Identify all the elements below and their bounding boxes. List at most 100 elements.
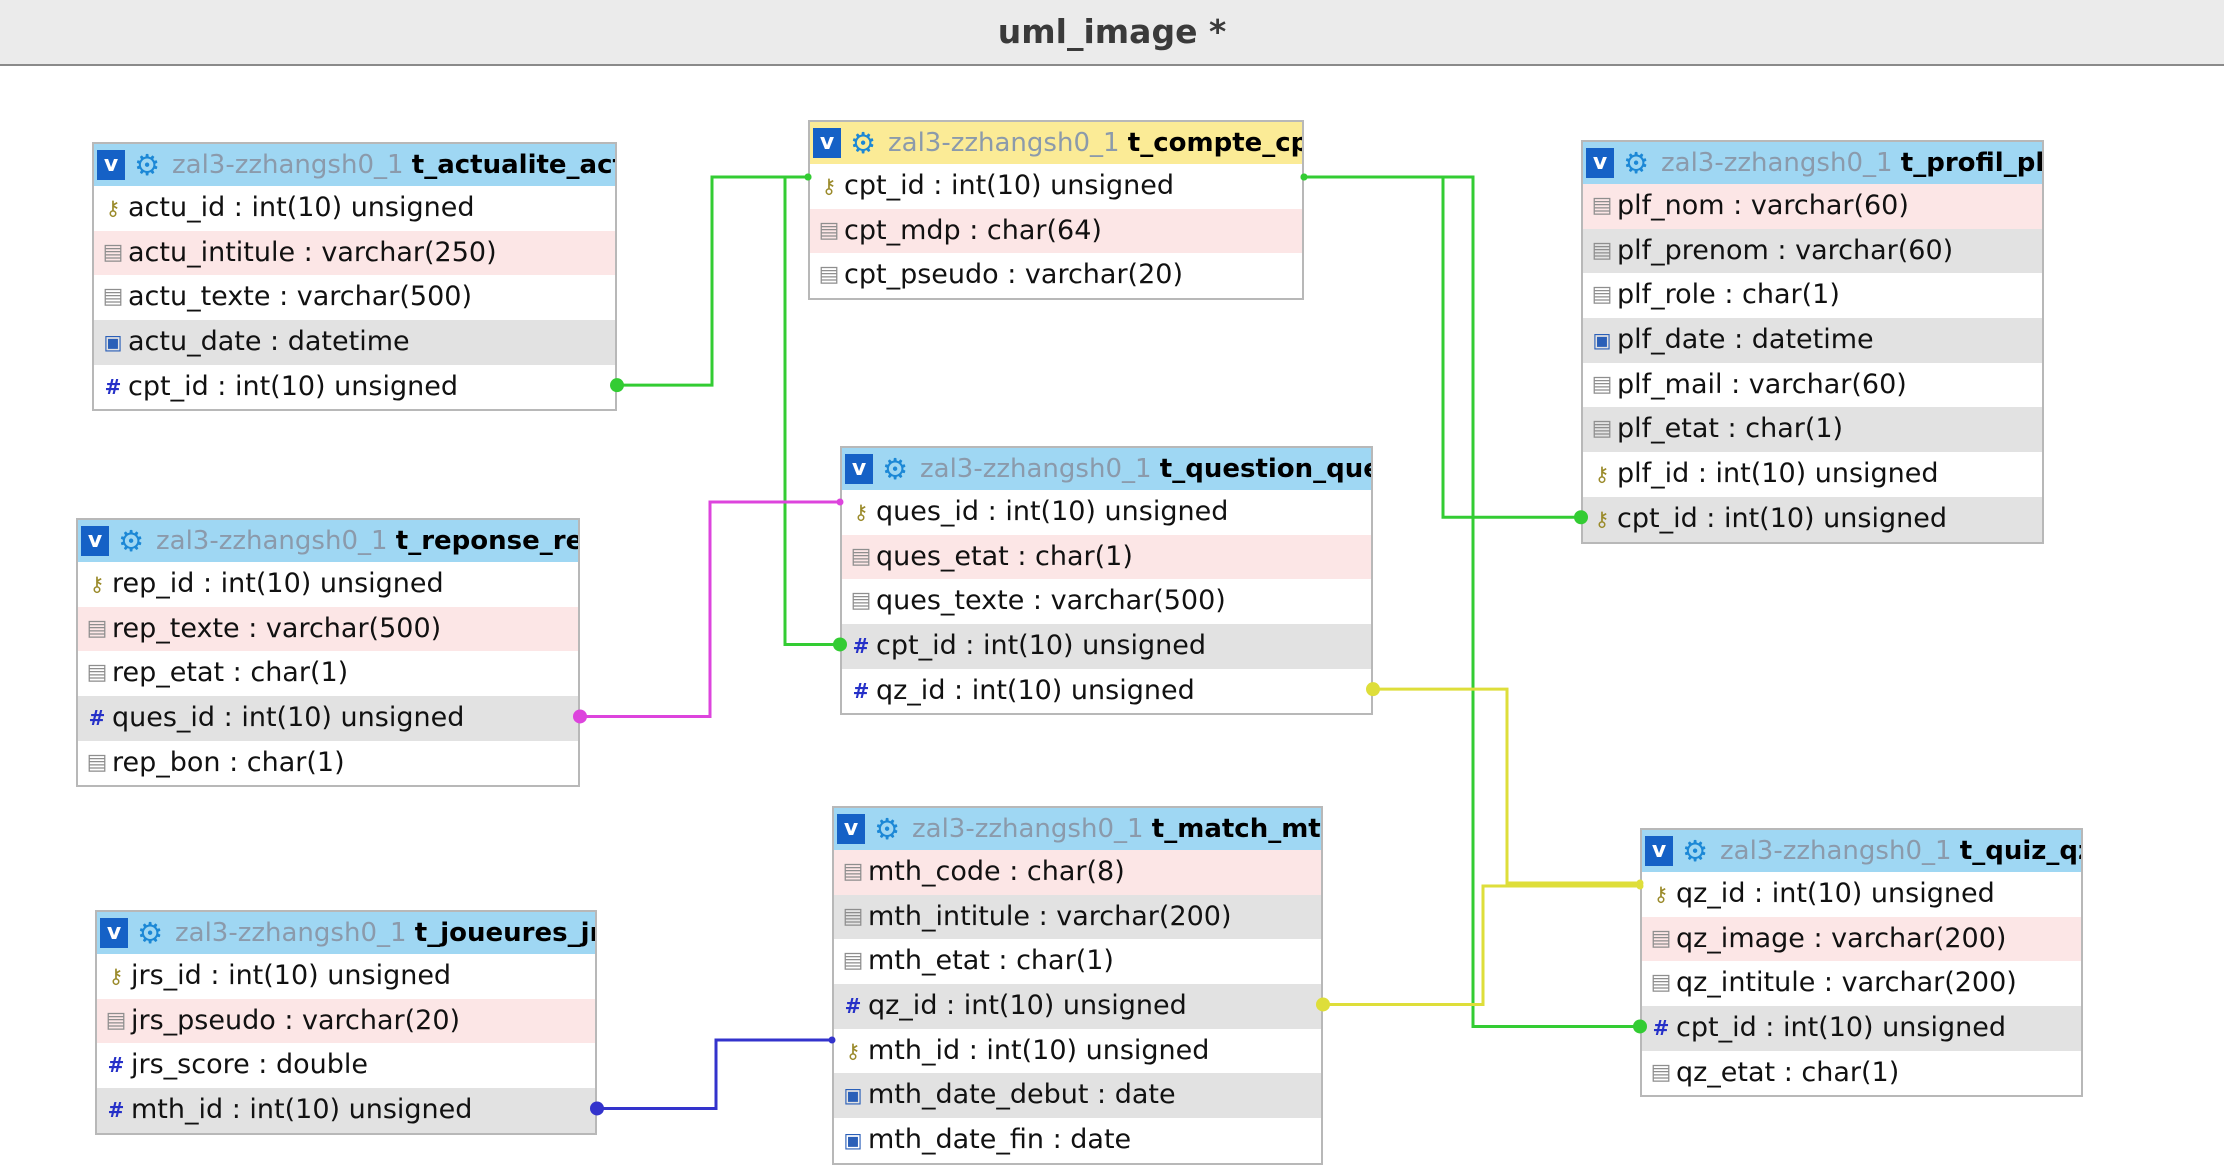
table-field-row[interactable]: ▤ques_texte : varchar(500) bbox=[842, 579, 1371, 624]
table-field-row[interactable]: ▤actu_intitule : varchar(250) bbox=[94, 230, 615, 276]
table-field-row[interactable]: ▤qz_intitule : varchar(200) bbox=[1642, 961, 2081, 1006]
table-field-row[interactable]: ⚷jrs_id : int(10) unsigned bbox=[97, 954, 595, 999]
table-t_reponse_rep[interactable]: v⚙zal3-zzhangsh0_1 t_reponse_rep⚷rep_id … bbox=[76, 518, 580, 788]
table-name: t_profil_plf bbox=[1900, 148, 2042, 178]
table-header[interactable]: v⚙zal3-zzhangsh0_1 t_reponse_rep bbox=[78, 520, 578, 562]
collapse-toggle-icon[interactable]: v bbox=[813, 128, 841, 158]
text-field-icon: ▤ bbox=[1591, 371, 1613, 397]
relation-endpoint-dot bbox=[573, 709, 587, 724]
table-header[interactable]: v ⚙ zal3-zzhangsh0_1 t_profil_plf bbox=[1583, 142, 2042, 184]
gear-icon[interactable]: ⚙ bbox=[850, 126, 876, 160]
table-field-row[interactable]: #cpt_id : int(10) unsigned bbox=[1642, 1006, 2081, 1051]
collapse-toggle-icon[interactable]: v bbox=[1645, 836, 1673, 866]
table-t_match_mth[interactable]: v⚙zal3-zzhangsh0_1 t_match_mth▤mth_code … bbox=[832, 806, 1323, 1165]
field-definition: mth_etat : char(1) bbox=[868, 945, 1114, 977]
table-field-row[interactable]: #cpt_id : int(10) unsigned bbox=[94, 365, 615, 410]
table-field-row[interactable]: ⚷actu_id : int(10) unsigned bbox=[94, 186, 615, 231]
table-header[interactable]: v⚙zal3-zzhangsh0_1 t_actualite_actu bbox=[94, 144, 615, 186]
table-field-row[interactable]: ⚷cpt_id : int(10) unsigned bbox=[810, 164, 1302, 209]
table-t_actualite_actu[interactable]: v⚙zal3-zzhangsh0_1 t_actualite_actu⚷actu… bbox=[92, 142, 617, 412]
table-field-row[interactable]: ⚷ques_id : int(10) unsigned bbox=[842, 490, 1371, 535]
table-field-row[interactable]: ▣plf_date : datetime bbox=[1583, 318, 2042, 363]
table-title: zal3-zzhangsh0_1 t_joueures_jrs bbox=[175, 912, 595, 954]
table-field-row[interactable]: ▤actu_texte : varchar(500) bbox=[94, 275, 615, 320]
field-definition: qz_id : int(10) unsigned bbox=[868, 990, 1187, 1022]
gear-icon[interactable]: ⚙ bbox=[1623, 146, 1649, 180]
table-field-row[interactable]: ⚷qz_id : int(10) unsigned bbox=[1642, 872, 2081, 917]
collapse-toggle-icon[interactable]: v bbox=[1586, 148, 1614, 178]
table-header[interactable]: v ⚙ zal3-zzhangsh0_1 t_joueures_jrs bbox=[97, 912, 595, 954]
gear-icon[interactable]: ⚙ bbox=[874, 812, 900, 846]
collapse-toggle-icon[interactable]: v bbox=[100, 918, 128, 948]
field-definition: jrs_id : int(10) unsigned bbox=[131, 960, 452, 991]
table-field-row[interactable]: ▣mth_date_fin : date bbox=[834, 1118, 1321, 1163]
table-t_compte_cpt[interactable]: v⚙zal3-zzhangsh0_1 t_compte_cpt⚷cpt_id :… bbox=[808, 120, 1304, 301]
table-field-row[interactable]: ▣mth_date_debut : date bbox=[834, 1073, 1321, 1119]
table-field-row[interactable]: #mth_id : int(10) unsigned bbox=[97, 1088, 595, 1133]
table-field-row[interactable]: ▤qz_etat : char(1) bbox=[1642, 1051, 2081, 1096]
table-field-row[interactable]: ▤plf_mail : varchar(60) bbox=[1583, 363, 2042, 408]
field-definition: mth_id : int(10) unsigned bbox=[868, 1034, 1210, 1066]
text-field-icon: ▤ bbox=[102, 239, 124, 265]
table-header[interactable]: v⚙zal3-zzhangsh0_1 t_match_mth bbox=[834, 808, 1321, 850]
text-field-icon: ▤ bbox=[1650, 1059, 1672, 1085]
table-field-row[interactable]: ▤mth_intitule : varchar(200) bbox=[834, 894, 1321, 940]
table-field-row[interactable]: ▤rep_texte : varchar(500) bbox=[78, 606, 578, 652]
diagram-canvas[interactable]: v⚙zal3-zzhangsh0_1 t_actualite_actu⚷actu… bbox=[0, 66, 2224, 1176]
table-t_joueures_jrs[interactable]: v ⚙ zal3-zzhangsh0_1 t_joueures_jrs⚷jrs_id… bbox=[95, 910, 597, 1135]
gear-icon[interactable]: ⚙ bbox=[137, 916, 163, 950]
table-field-row[interactable]: ▤rep_bon : char(1) bbox=[78, 741, 578, 786]
table-field-row[interactable]: ⚷cpt_id : int(10) unsigned bbox=[1583, 496, 2042, 542]
table-field-row[interactable]: #qz_id : int(10) unsigned bbox=[834, 984, 1321, 1029]
table-field-row[interactable]: ▤plf_role : char(1) bbox=[1583, 273, 2042, 318]
gear-icon[interactable]: ⚙ bbox=[882, 452, 908, 486]
table-field-row[interactable]: #jrs_score : double bbox=[97, 1043, 595, 1088]
text-field-icon: ▤ bbox=[1591, 193, 1613, 218]
table-field-row[interactable]: ▤mth_etat : char(1) bbox=[834, 939, 1321, 984]
table-name: t_match_mth bbox=[1151, 814, 1321, 844]
field-definition: plf_role : char(1) bbox=[1617, 279, 1840, 311]
collapse-toggle-icon[interactable]: v bbox=[845, 454, 873, 484]
table-header[interactable]: v⚙zal3-zzhangsh0_1 t_question_ques bbox=[842, 448, 1371, 490]
table-field-row[interactable]: ▤ques_etat : char(1) bbox=[842, 534, 1371, 580]
text-field-icon: ▤ bbox=[1650, 970, 1672, 996]
collapse-toggle-icon[interactable]: v bbox=[837, 814, 865, 844]
table-field-row[interactable]: ▤rep_etat : char(1) bbox=[78, 651, 578, 696]
table-field-row[interactable]: ▤mth_code : char(8) bbox=[834, 850, 1321, 895]
gear-icon[interactable]: ⚙ bbox=[118, 524, 144, 558]
collapse-toggle-icon[interactable]: v bbox=[97, 150, 125, 180]
table-field-row[interactable]: ▤cpt_mdp : char(64) bbox=[810, 208, 1302, 254]
field-definition: jrs_score : double bbox=[131, 1049, 369, 1081]
table-field-row[interactable]: #qz_id : int(10) unsigned bbox=[842, 669, 1371, 714]
relation-endpoint-dot bbox=[1366, 682, 1380, 697]
table-field-row[interactable]: #ques_id : int(10) unsigned bbox=[78, 696, 578, 741]
table-t_profil_plf[interactable]: v ⚙ zal3-zzhangsh0_1 t_profil_plf ▤plf_nom … bbox=[1581, 140, 2044, 544]
table-field-row[interactable]: #cpt_id : int(10) unsigned bbox=[842, 624, 1371, 669]
table-field-row[interactable]: ⚷mth_id : int(10) unsigned bbox=[834, 1029, 1321, 1074]
table-t_question_ques[interactable]: v⚙zal3-zzhangsh0_1 t_question_ques⚷ques_… bbox=[840, 446, 1373, 716]
table-field-row[interactable]: ▤qz_image : varchar(200) bbox=[1642, 916, 2081, 962]
table-field-row[interactable]: ▣actu_date : datetime bbox=[94, 320, 615, 365]
table-field-row[interactable]: ▤plf_etat : char(1) bbox=[1583, 407, 2042, 453]
table-field-row[interactable]: ▤plf_nom : varchar(60) bbox=[1583, 184, 2042, 229]
field-definition: qz_id : int(10) unsigned bbox=[876, 674, 1195, 706]
table-name: t_joueures_jrs bbox=[414, 918, 595, 948]
table-field-row[interactable]: ▤cpt_pseudo : varchar(20) bbox=[810, 253, 1302, 298]
gear-icon[interactable]: ⚙ bbox=[134, 148, 160, 182]
table-header[interactable]: v⚙zal3-zzhangsh0_1 t_quiz_qz bbox=[1642, 830, 2081, 872]
field-definition: qz_etat : char(1) bbox=[1676, 1056, 1900, 1088]
table-header[interactable]: v⚙zal3-zzhangsh0_1 t_compte_cpt bbox=[810, 122, 1302, 164]
table-name: t_question_ques bbox=[1159, 454, 1371, 484]
collapse-toggle-icon[interactable]: v bbox=[81, 526, 109, 556]
field-definition: ques_texte : varchar(500) bbox=[876, 585, 1226, 617]
numeric-field-icon: # bbox=[107, 1053, 125, 1078]
numeric-field-icon: # bbox=[104, 374, 122, 399]
gear-icon[interactable]: ⚙ bbox=[1682, 834, 1708, 868]
table-field-row[interactable]: ⚷rep_id : int(10) unsigned bbox=[78, 562, 578, 607]
table-t_quiz_qz[interactable]: v⚙zal3-zzhangsh0_1 t_quiz_qz⚷qz_id : int… bbox=[1640, 828, 2083, 1098]
table-field-row[interactable]: ▤plf_prenom : varchar(60) bbox=[1583, 228, 2042, 274]
relation-line bbox=[1304, 175, 1640, 1028]
table-field-row[interactable]: ▤jrs_pseudo : varchar(20) bbox=[97, 998, 595, 1044]
database-name: zal3-zzhangsh0_1 bbox=[1661, 148, 1893, 178]
table-field-row[interactable]: ⚷plf_id : int(10) unsigned bbox=[1583, 452, 2042, 497]
